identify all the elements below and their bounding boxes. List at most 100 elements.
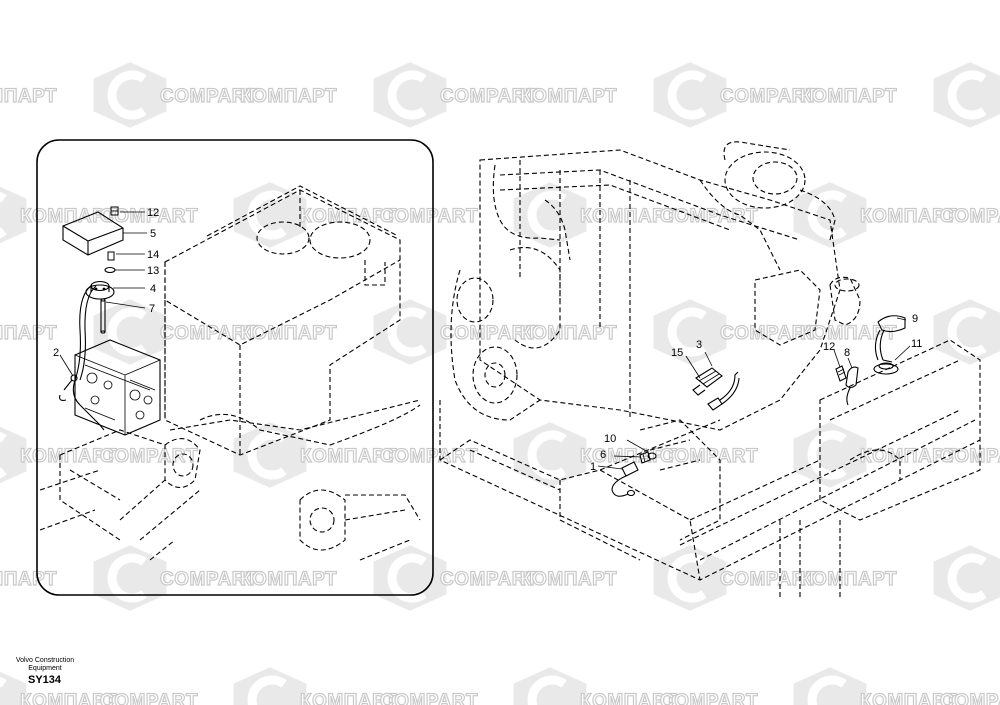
watermark-c-icon — [387, 307, 427, 357]
watermark-c-icon — [807, 430, 847, 480]
watermark-text: COMPART — [720, 569, 818, 590]
watermark-text: COMPART — [660, 691, 758, 705]
watermark-c-icon — [947, 70, 987, 120]
callout-6: 6 — [600, 449, 606, 461]
watermark-text: КОМПАРТ — [800, 569, 897, 590]
engine-frame-outline — [439, 400, 981, 581]
watermark-c-icon — [107, 70, 147, 120]
watermark-hex-icon — [233, 667, 307, 705]
watermark-hex-icon — [513, 667, 587, 705]
watermark-text: КОМПАРТ — [520, 569, 617, 590]
watermark-text: COMPART — [160, 86, 258, 107]
diagram-code: SY134 — [28, 674, 62, 686]
callout-14: 14 — [147, 249, 159, 261]
watermark-text: КОМПАРТ — [520, 86, 617, 107]
turbocharger — [723, 141, 836, 241]
inset-sensor-harness — [72, 284, 101, 426]
watermark-c-icon — [527, 430, 567, 480]
watermark-text: COMPART — [440, 569, 538, 590]
washer-13 — [104, 266, 116, 274]
watermark-text: COMPART — [940, 691, 1000, 705]
watermark-text: КОМПАРТ — [20, 446, 117, 467]
callout-10: 10 — [604, 433, 616, 445]
watermark-c-icon — [527, 190, 567, 240]
sender-8 — [845, 366, 859, 406]
main-engine-view: 15 3 10 6 1 9 12 8 11 — [439, 141, 981, 600]
watermark-text: КОМПАРТ — [240, 323, 337, 344]
watermark-text: КОМПАРТ — [520, 323, 617, 344]
watermark-hex-icon — [793, 667, 867, 705]
callout-8: 8 — [844, 347, 850, 359]
callout-9: 9 — [912, 313, 918, 325]
inset-valve-block — [74, 339, 161, 436]
sensor-4 — [85, 280, 115, 300]
watermark-hex-icon — [373, 62, 447, 128]
stud-7 — [100, 298, 106, 334]
watermark-text: КОМПАРТ — [860, 206, 957, 227]
watermark-text: COMPART — [720, 86, 818, 107]
watermark-text: КОМПАРТ — [300, 446, 397, 467]
bolt-12-main — [835, 365, 847, 382]
watermark-text: COMPART — [660, 206, 758, 227]
inset-frame — [36, 139, 434, 596]
watermark-c-icon — [387, 70, 427, 120]
watermark-hex-icon — [93, 299, 167, 365]
publisher-label: Volvo Construction Equipment — [10, 657, 80, 673]
watermark-tile: COMPART КОМПАРТ — [659, 182, 957, 248]
watermark-hex-icon — [0, 186, 27, 244]
watermark-hex-icon — [653, 299, 727, 365]
watermark-hex-icon — [0, 426, 27, 484]
watermark-c-icon — [247, 430, 287, 480]
pressure-switch-9 — [874, 315, 906, 363]
callout-4: 4 — [150, 283, 156, 295]
watermark-text: КОМПАРТ — [0, 569, 57, 590]
watermark-hex-icon — [513, 422, 587, 488]
bolt-14 — [107, 251, 115, 261]
watermark-tile: КОМПАРТ COMPART — [239, 545, 538, 611]
bolt-12-inset — [110, 206, 119, 216]
oring-10 — [647, 452, 657, 460]
watermark-tile: КОМПАРТ COMPART — [0, 62, 258, 128]
callout-12-inset: 12 — [147, 207, 159, 219]
watermark-text: КОМПАРТ — [0, 323, 57, 344]
watermark-text: КОМПАРТ — [240, 569, 337, 590]
callout-11: 11 — [911, 338, 922, 350]
watermark-text: COMPART — [160, 323, 258, 344]
watermark-text: КОМПАРТ — [240, 86, 337, 107]
inset-detail-view: 12 5 14 13 4 7 2 — [36, 139, 434, 596]
watermark-c-icon — [807, 675, 847, 705]
watermark-c-icon — [947, 553, 987, 603]
watermark-hex-icon — [373, 299, 447, 365]
callout-5: 5 — [150, 228, 156, 240]
watermark-hex-icon — [793, 182, 867, 248]
watermark-hex-icon — [93, 62, 167, 128]
watermark-c-icon — [387, 553, 427, 603]
watermark-text: COMPART — [440, 86, 538, 107]
watermark-tile: КОМПАРТ COMPART — [519, 545, 818, 611]
watermark-text: КОМПАРТ — [20, 206, 117, 227]
watermark-text: КОМПАРТ — [0, 86, 57, 107]
watermark-tile: КОМПАРТ COMPART — [239, 62, 538, 128]
watermark-hex-icon — [653, 62, 727, 128]
watermark-text: COMPART — [380, 446, 478, 467]
watermark-c-icon — [667, 70, 707, 120]
callout-3: 3 — [696, 339, 702, 351]
watermark-hex-icon — [233, 182, 307, 248]
watermark-c-icon — [527, 675, 567, 705]
watermark-text: КОМПАРТ — [580, 691, 677, 705]
watermark-text: COMPART — [940, 206, 1000, 227]
